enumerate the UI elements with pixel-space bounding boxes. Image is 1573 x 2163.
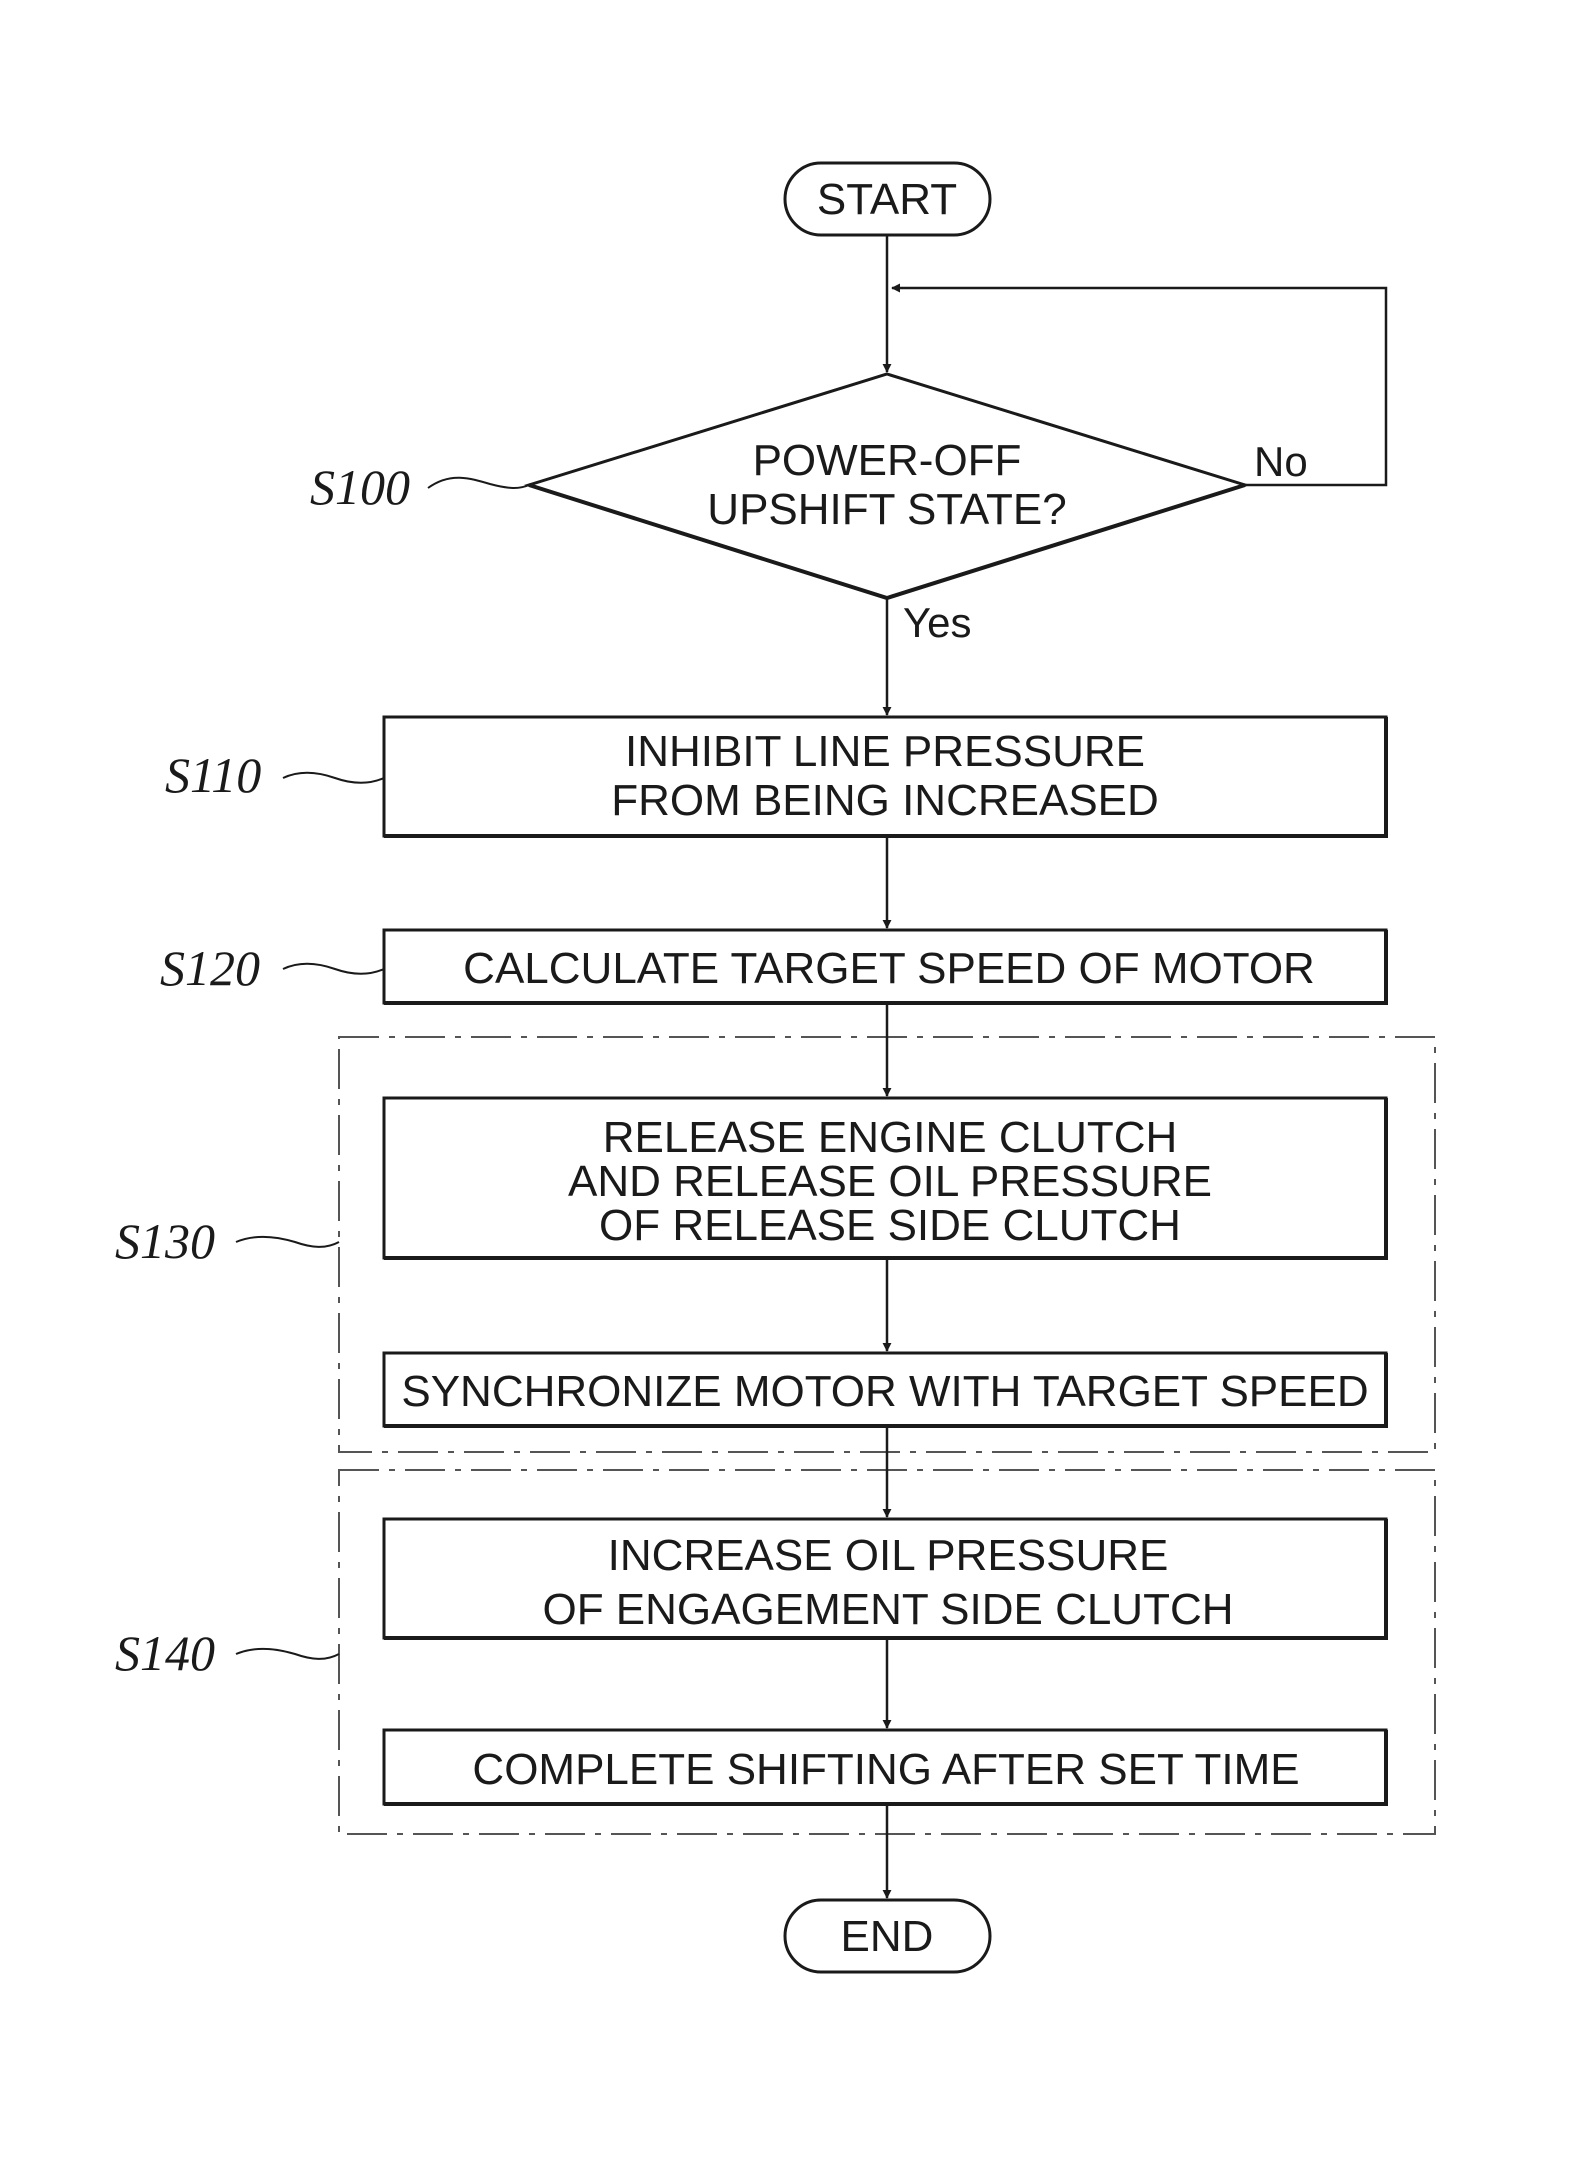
step-label-s130: S130 — [115, 1213, 215, 1269]
end-terminal: END — [785, 1900, 990, 1972]
s110-line-1: INHIBIT LINE PRESSURE — [625, 727, 1145, 776]
leader-s120 — [283, 964, 384, 974]
s130-box1-line-3: OF RELEASE SIDE CLUTCH — [599, 1201, 1181, 1250]
decision-line-2: UPSHIFT STATE? — [707, 485, 1066, 534]
step-label-s140: S140 — [115, 1625, 215, 1681]
s140-box1-line-2: OF ENGAGEMENT SIDE CLUTCH — [542, 1585, 1233, 1634]
no-branch-label: No — [1254, 438, 1308, 485]
step-label-s110: S110 — [165, 747, 261, 803]
step-s130-box-1: RELEASE ENGINE CLUTCH AND RELEASE OIL PR… — [384, 1098, 1386, 1258]
step-s130-box-2: SYNCHRONIZE MOTOR WITH TARGET SPEED — [384, 1353, 1386, 1426]
s120-line-1: CALCULATE TARGET SPEED OF MOTOR — [463, 944, 1315, 993]
start-label: START — [817, 175, 957, 224]
step-s120-box: CALCULATE TARGET SPEED OF MOTOR — [384, 930, 1386, 1003]
leader-s130 — [236, 1237, 339, 1247]
start-terminal: START — [785, 163, 990, 235]
step-label-s100: S100 — [310, 459, 410, 515]
end-label: END — [841, 1912, 934, 1961]
yes-branch-label: Yes — [903, 599, 972, 646]
s130-box2-line-1: SYNCHRONIZE MOTOR WITH TARGET SPEED — [401, 1367, 1368, 1416]
leader-s140 — [236, 1649, 339, 1659]
s130-box1-line-2: AND RELEASE OIL PRESSURE — [568, 1157, 1212, 1206]
s140-box2-line-1: COMPLETE SHIFTING AFTER SET TIME — [472, 1745, 1299, 1794]
step-s140-box-2: COMPLETE SHIFTING AFTER SET TIME — [384, 1730, 1386, 1804]
step-label-s120: S120 — [160, 940, 260, 996]
step-s140-box-1: INCREASE OIL PRESSURE OF ENGAGEMENT SIDE… — [384, 1519, 1386, 1638]
s130-box1-line-1: RELEASE ENGINE CLUTCH — [603, 1113, 1178, 1162]
decision-diamond: POWER-OFF UPSHIFT STATE? — [529, 374, 1245, 598]
s110-line-2: FROM BEING INCREASED — [611, 776, 1159, 825]
leader-s110 — [283, 773, 384, 783]
s140-box1-line-1: INCREASE OIL PRESSURE — [608, 1531, 1169, 1580]
step-s110-box: INHIBIT LINE PRESSURE FROM BEING INCREAS… — [384, 717, 1386, 836]
decision-line-1: POWER-OFF — [753, 436, 1022, 485]
leader-s100 — [428, 478, 529, 488]
